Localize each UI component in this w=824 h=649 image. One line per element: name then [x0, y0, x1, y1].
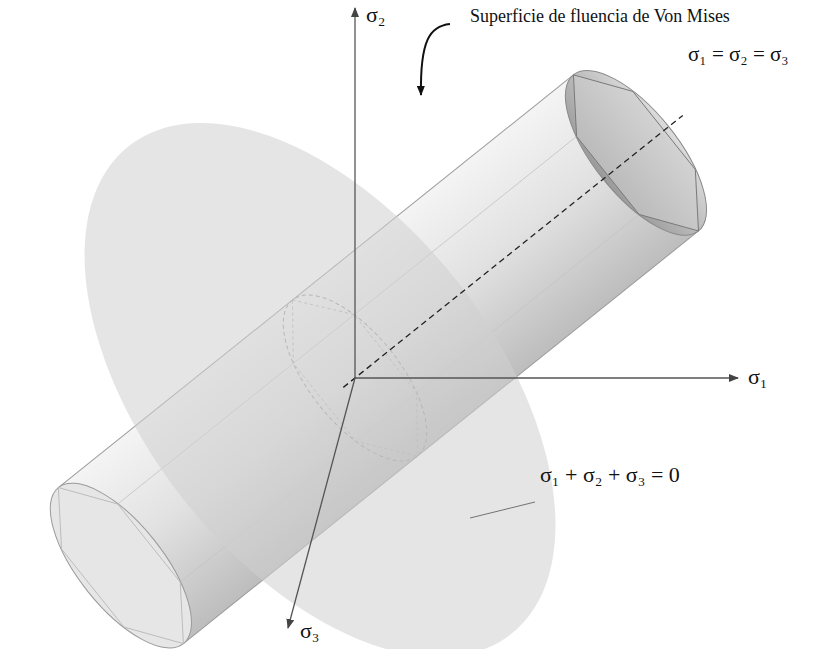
leader-line [470, 502, 535, 518]
axis-label: σ₂ [366, 2, 386, 27]
callout-arrow [421, 24, 450, 95]
equation-label: σ₁ = σ₂ = σ₃ [688, 42, 789, 66]
sigma3-axis [288, 378, 355, 628]
hydrostatic-axis [343, 115, 682, 387]
callout-label: Superficie de fluencia de Von Mises [455, 6, 745, 27]
sigma1-axis [355, 377, 738, 378]
deviatoric-plane [0, 38, 649, 649]
axis-label: σ₃ [300, 618, 320, 643]
axis-label: σ₁ [748, 364, 768, 389]
cylinder-end [281, 37, 746, 465]
equation-label: σ₁ + σ₂ + σ₃ = 0 [540, 462, 680, 487]
sigma2-axis [354, 8, 355, 378]
